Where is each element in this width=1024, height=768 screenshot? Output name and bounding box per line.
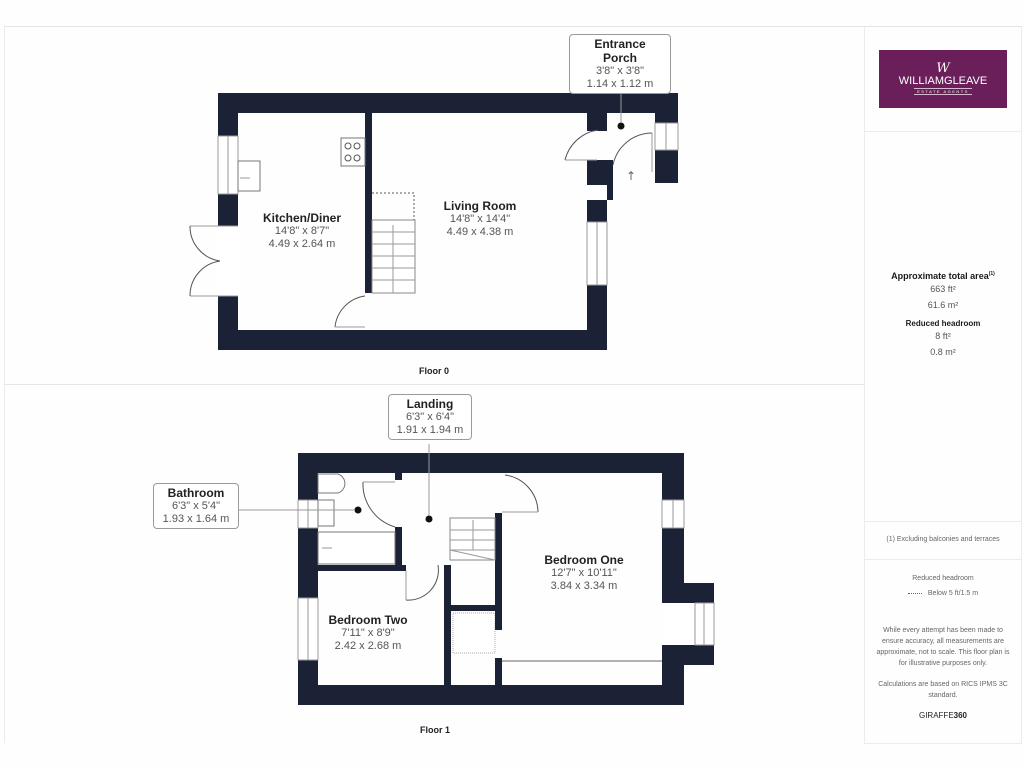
legend-item-text: Below 5 ft/1.5 m [927, 590, 979, 597]
giraffe360-brand: GIRAFFE360 [865, 711, 1021, 720]
reduced-sqm: 0.8 m² [930, 347, 956, 357]
room-imperial: 6'3" x 6'4" [405, 411, 455, 423]
area-title: Approximate total area(1) [865, 271, 1021, 281]
legend-section: Reduced headroom Below 5 ft/1.5 m While … [865, 559, 1021, 742]
room-metric: 3.84 x 3.34 m [550, 580, 618, 592]
room-metric: 1.91 x 1.94 m [396, 424, 464, 436]
area-section: Approximate total area(1) 663 ft² 61.6 m… [865, 131, 1021, 522]
brand-suffix: 360 [953, 711, 968, 720]
floorplan-drawing: ↑ [189, 84, 715, 705]
room-imperial: 3'8" x 3'8" [595, 65, 645, 77]
room-imperial: 12'7" x 10'11" [551, 567, 617, 579]
room-name: Living Room [443, 199, 517, 213]
room-metric: 2.42 x 2.68 m [334, 640, 402, 652]
floor-1-label: Floor 1 [420, 725, 451, 735]
logo-section: W WILLIAMGLEAVE ESTATE AGENTS [865, 27, 1021, 132]
floor-divider [4, 384, 864, 385]
footnote-section: (1) Excluding balconies and terraces [865, 521, 1021, 560]
svg-text:↑: ↑ [626, 169, 636, 183]
room-name: Bedroom Two [328, 613, 408, 627]
brand-prefix: GIRAFFE [918, 711, 954, 720]
legend-title: Reduced headroom [912, 575, 974, 582]
room-imperial: 14'8" x 14'4" [449, 213, 511, 225]
callout-entrance-porch: Entrance Porch 3'8" x 3'8" 1.14 x 1.12 m [569, 34, 671, 94]
area-sqm: 61.6 m² [927, 300, 959, 310]
info-sidebar: W WILLIAMGLEAVE ESTATE AGENTS Approximat… [864, 26, 1022, 744]
room-metric: 1.93 x 1.64 m [162, 513, 230, 525]
logo-name: WILLIAMGLEAVE [898, 75, 988, 87]
disclaimer: While every attempt has been made to ens… [876, 627, 1010, 667]
room-name: Bathroom [167, 486, 225, 500]
callout-bathroom: Bathroom 6'3" x 5'4" 1.93 x 1.64 m [153, 483, 239, 529]
room-kitchen-diner: Kitchen/Diner 14'8" x 8'7" 4.49 x 2.64 m [242, 211, 362, 251]
room-living-room: Living Room 14'8" x 14'4" 4.49 x 4.38 m [420, 199, 540, 239]
room-imperial: 14'8" x 8'7" [274, 225, 330, 237]
area-title-text: Approximate total area [891, 271, 989, 281]
reduced-sqft: 8 ft² [935, 331, 951, 341]
area-sqft: 663 ft² [930, 284, 956, 294]
room-imperial: 6'3" x 5'4" [171, 500, 221, 512]
room-name: Bedroom One [544, 553, 624, 567]
logo-monogram: W [936, 61, 950, 76]
room-name: Entrance Porch [594, 37, 646, 65]
floor-1-plan [238, 444, 715, 705]
room-metric: 4.49 x 2.64 m [268, 238, 336, 250]
room-imperial: 7'11" x 8'9" [341, 627, 395, 639]
reduced-headroom-title: Reduced headroom [905, 319, 981, 328]
room-name: Landing [406, 397, 454, 411]
logo-tagline: ESTATE AGENTS [914, 88, 972, 95]
dotted-line-icon [907, 592, 922, 594]
calculation-note: Calculations are based on RICS IPMS 3C s… [878, 681, 1008, 699]
footnote-text: (1) Excluding balconies and terraces [886, 536, 1000, 543]
callout-landing: Landing 6'3" x 6'4" 1.91 x 1.94 m [388, 394, 472, 440]
floor-0-label: Floor 0 [419, 366, 450, 376]
room-name: Kitchen/Diner [262, 211, 341, 225]
room-bedroom-two: Bedroom Two 7'11" x 8'9" 2.42 x 2.68 m [308, 613, 428, 653]
floor-0-plan: ↑ [189, 84, 679, 350]
room-bedroom-one: Bedroom One 12'7" x 10'11" 3.84 x 3.34 m [524, 553, 644, 593]
room-metric: 1.14 x 1.12 m [586, 78, 654, 90]
brand-logo: W WILLIAMGLEAVE ESTATE AGENTS [879, 50, 1007, 108]
area-footnote-mark: (1) [988, 271, 995, 277]
room-metric: 4.49 x 4.38 m [446, 226, 514, 238]
legend-item: Below 5 ft/1.5 m [865, 588, 1021, 599]
